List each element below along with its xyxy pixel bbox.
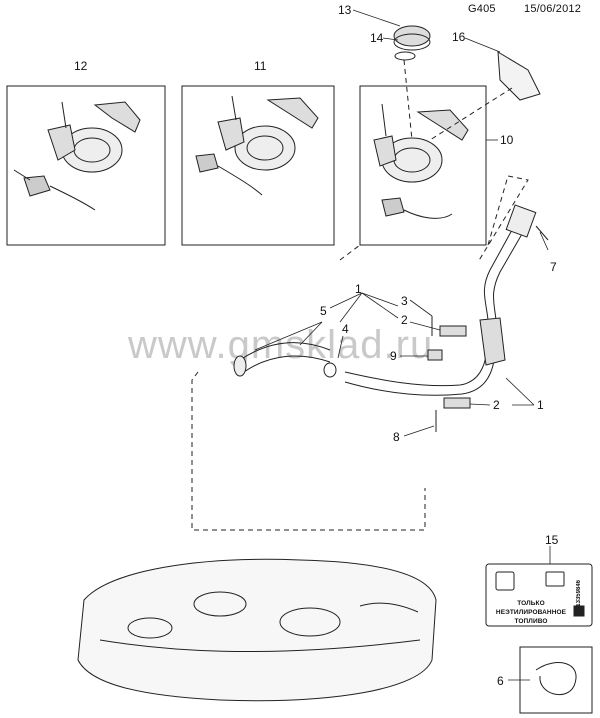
fuel-label-box (485, 563, 593, 627)
callout-4: 4 (342, 322, 349, 336)
inset-box-12 (6, 85, 166, 246)
fuel-label-code: 13359846 (576, 580, 582, 607)
callout-3: 3 (401, 294, 408, 308)
watermark: www.gmsklad.ru (128, 323, 434, 367)
callout-10: 10 (500, 133, 514, 147)
fuel-door-assembly-12 (13, 101, 141, 211)
inset-box-10 (359, 85, 487, 246)
fuel-label-line2: НЕЭТИЛИРОВАННОЕ (495, 609, 567, 616)
clip-box (519, 646, 593, 714)
filler-pipe (233, 204, 537, 432)
fuel-label-line3: ТОПЛИВО (514, 618, 548, 625)
diagram-date: 15/06/2012 (524, 3, 582, 15)
fuel-tank (77, 558, 437, 702)
fuel-door-assembly-10 (373, 103, 469, 219)
callout-9: 9 (390, 349, 397, 363)
dash-door-to-neck (429, 87, 513, 141)
callout-12: 12 (74, 59, 88, 73)
label-mark (573, 605, 585, 617)
callout-13: 13 (338, 3, 352, 17)
clip-6 (535, 662, 577, 696)
diagram-code: G405 (468, 3, 496, 15)
callout-6: 6 (497, 674, 504, 688)
callout-11: 11 (254, 59, 267, 73)
fuel-pump-icon (495, 571, 515, 591)
callout-8: 8 (393, 430, 400, 444)
callout-16: 16 (452, 30, 466, 44)
callout-5: 5 (320, 304, 327, 318)
inset-box-11 (181, 85, 335, 246)
callout-7: 7 (550, 260, 557, 274)
screw-7 (535, 225, 549, 241)
callout-2: 2 (401, 313, 408, 327)
fuel-label-text: ТОЛЬКО НЕЭТИЛИРОВАННОЕ ТОПЛИВО (492, 599, 570, 626)
dash-cap-to-neck (403, 59, 413, 141)
dash-pipe-to-tank (191, 371, 426, 531)
callout-1: 1 (355, 282, 362, 296)
callout-15: 15 (545, 533, 559, 547)
fuel-door-panel (497, 51, 541, 101)
callout-2b: 2 (493, 398, 500, 412)
callout-14: 14 (370, 31, 384, 45)
fuel-label-line1: ТОЛЬКО (517, 600, 545, 607)
callout-1b: 1 (537, 398, 544, 412)
fuel-door-assembly-11 (195, 95, 319, 196)
manual-book-icon (545, 571, 565, 587)
dash-inset10-to-pipe (339, 175, 529, 263)
fuel-cap (393, 25, 431, 61)
